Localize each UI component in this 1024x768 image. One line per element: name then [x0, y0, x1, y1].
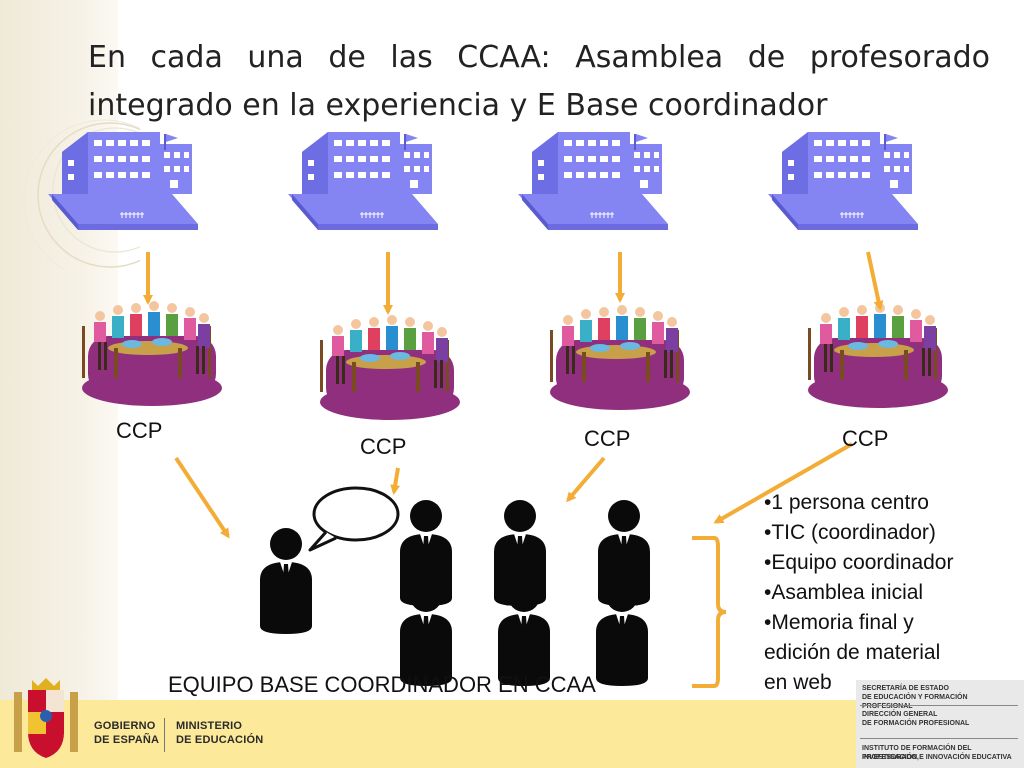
institution-label: DE FORMACIÓN PROFESIONAL: [862, 720, 970, 727]
connector-arrows: [143, 251, 884, 688]
institution-box: [856, 680, 1024, 768]
list-item: •Asamblea inicial: [764, 581, 924, 604]
decorative-rings: [23, 119, 140, 270]
ccp-label: CCP: [842, 426, 889, 451]
list-item: •Memoria final y: [764, 611, 914, 634]
institution-label: INSTITUTO DE FORMACIÓN DEL PROFESORADO,: [862, 745, 972, 761]
list-item: edición de material: [764, 641, 941, 664]
gov-label: GOBIERNO: [94, 720, 156, 732]
divider: [860, 738, 1018, 739]
arrow-ccp-1: [174, 456, 230, 539]
arrow-ccp-3: [566, 456, 606, 503]
list-item: •Equipo coordinador: [764, 551, 954, 574]
ccp-label: CCP: [116, 418, 163, 443]
ccp-label: CCP: [360, 434, 407, 459]
ministry-label: DE EDUCACIÓN: [176, 734, 264, 746]
slide-title: En cada una de las CCAA: Asamblea de pro…: [88, 40, 990, 123]
speech-bubble-icon: [308, 486, 400, 552]
coat-of-arms-icon: [14, 678, 78, 758]
team-duties-list: •1 persona centro •TIC (coordinador) •Eq…: [764, 488, 1004, 698]
footer-band: [0, 700, 1024, 768]
bracket: [692, 536, 727, 688]
team-caption: EQUIPO BASE COORDINADOR EN CCAA: [168, 672, 596, 697]
person-silhouette-icon: [596, 580, 648, 686]
arrow-ccp-4: [713, 442, 853, 524]
list-item: •TIC (coordinador): [764, 521, 936, 544]
list-item: •1 persona centro: [764, 491, 929, 514]
arrow-ccp-2: [390, 467, 401, 495]
arrow-school-4: [866, 251, 884, 311]
institution-label: DIRECCIÓN GENERAL: [862, 711, 938, 718]
institution-label: SECRETARÍA DE ESTADO: [862, 685, 949, 692]
ministry-label: MINISTERIO: [176, 720, 243, 732]
divider: [860, 705, 1018, 706]
institution-label: INVESTIGACIÓN E INNOVACIÓN EDUCATIVA: [862, 754, 1012, 761]
ccp-label: CCP: [584, 426, 631, 451]
list-item: en web: [764, 671, 832, 694]
person-silhouette-icon: [260, 528, 312, 634]
gov-label: DE ESPAÑA: [94, 734, 160, 746]
institution-label: DE EDUCACIÓN Y FORMACIÓN PROFESIONAL: [862, 694, 968, 710]
divider: [164, 718, 165, 752]
